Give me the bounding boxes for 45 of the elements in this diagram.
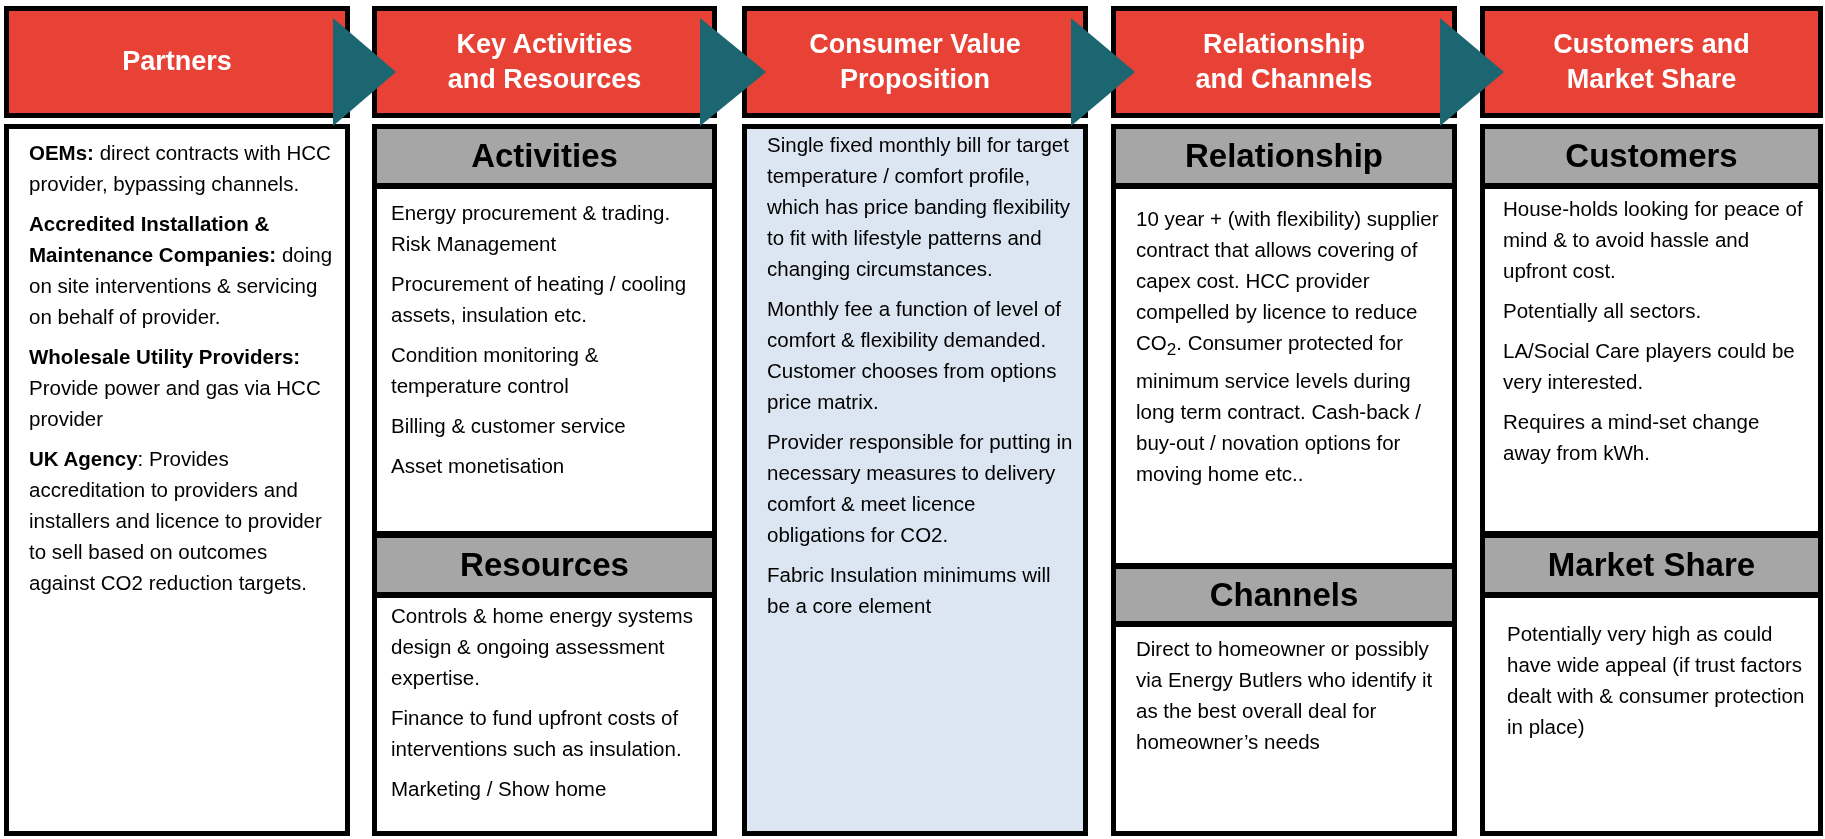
- section-title: Channels: [1209, 576, 1359, 614]
- panel-text: Fabric Insulation minimums will be a core element: [767, 562, 1052, 619]
- panel-text: Single fixed monthly bill for target temperature / comfort profile, which has price banding flexibility to fit with lifestyle patterns and changing circumstances.: [767, 132, 1072, 282]
- section-title: Customers: [1565, 137, 1738, 175]
- panel-text: Energy procurement & trading. Risk Management: [391, 200, 672, 257]
- panel-text: Potentially very high as could have wide appeal (if trust factors dealt with & consumer protection in place): [1507, 621, 1806, 740]
- panel-text: Monthly fee a function of level of comfort & flexibility demanded. Customer chooses from options price matrix.: [767, 296, 1062, 415]
- chevron-arrow: [333, 18, 396, 126]
- panel-text: Controls & home energy systems design & ongoing assessment expertise.: [391, 603, 694, 691]
- panel-text: Finance to fund upfront costs of interventions such as insulation.: [391, 705, 683, 762]
- header-banner: [4, 6, 350, 118]
- panel-text: UK Agency: Provides accreditation to providers and installers and licence to provider to sell based on outcomes against CO2 reduction targets.: [29, 446, 323, 596]
- panel-text: LA/Social Care players could be very interested.: [1503, 338, 1796, 395]
- section-title: Resources: [460, 546, 629, 584]
- panel-text: Potentially all sectors.: [1503, 298, 1703, 324]
- header-title: Key Activities and Resources: [446, 27, 643, 96]
- panel-text: OEMs: direct contracts with HCC provider, bypassing channels.: [29, 140, 332, 197]
- chevron-arrow: [1071, 18, 1135, 126]
- section-title: Market Share: [1547, 546, 1756, 584]
- panel-text: Wholesale Utility Providers: Provide power and gas via HCC provider: [29, 344, 322, 432]
- header-title: Partners: [122, 45, 232, 79]
- panel-text: Direct to homeowner or possibly via Energy Butlers who identify it as the best overall deal for homeowner’s needs: [1136, 636, 1434, 755]
- panel-text: Accredited Installation & Maintenance Companies: doing on site interventions & servicing on behalf of provider.: [29, 211, 334, 330]
- panel-text: 10 year + (with flexibility) supplier contract that allows covering of capex cost. HCC provider compelled by licence to reduce CO$_{2}$. Consumer protected for minimum service levels during long term contract. Cash-back / buy-out / novation options for moving home etc..: [1136, 206, 1440, 488]
- panel-text: Marketing / Show home: [391, 776, 608, 802]
- header-banner: [1111, 6, 1457, 118]
- panel-text: House-holds looking for peace of mind & to avoid hassle and upfront cost.: [1503, 196, 1804, 284]
- text-panel: [742, 124, 1088, 836]
- header-title: Customers and Market Share: [1552, 27, 1751, 96]
- section-title: Relationship: [1185, 137, 1383, 175]
- panel-text: Requires a mind-set change away from kWh.: [1503, 409, 1761, 466]
- section-title: Activities: [471, 137, 618, 175]
- header-title: Relationship and Channels: [1194, 27, 1374, 96]
- header-banner: [742, 6, 1088, 118]
- header-banner: [372, 6, 717, 118]
- header-banner: [1480, 6, 1823, 118]
- panel-text: Billing & customer service: [391, 413, 627, 439]
- text-panel: [4, 124, 350, 836]
- panel-text: Asset monetisation: [391, 453, 566, 479]
- chevron-arrow: [1440, 18, 1504, 126]
- panel-text: Condition monitoring & temperature control: [391, 342, 600, 399]
- panel-text: Provider responsible for putting in necessary measures to delivery comfort & meet licence obligations for CO2.: [767, 429, 1074, 548]
- header-title: Consumer Value Proposition: [808, 27, 1022, 96]
- chevron-arrow: [700, 18, 766, 126]
- panel-text: Procurement of heating / cooling assets, insulation etc.: [391, 271, 688, 328]
